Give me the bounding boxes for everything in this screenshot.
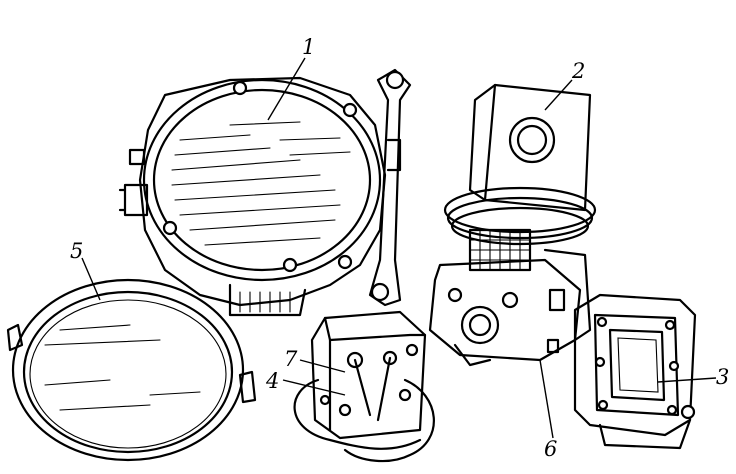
part-3-housing — [573, 293, 697, 450]
callout-6: 6 — [544, 437, 557, 461]
part-5-lens-ring — [6, 278, 257, 462]
callout-5: 5 — [70, 239, 83, 263]
callout-2: 2 — [571, 59, 585, 83]
leader-lines — [81, 57, 717, 439]
lens-5-hatching — [44, 324, 201, 411]
callouts: 1 2 3 4 5 6 7 — [70, 35, 729, 461]
part-1-housing — [118, 68, 412, 317]
callout-3: 3 — [716, 365, 729, 389]
callout-1: 1 — [302, 35, 315, 59]
lens-hatching — [171, 121, 351, 246]
part-2-mechanism — [428, 83, 597, 367]
callout-4: 4 — [265, 369, 279, 393]
callout-7: 7 — [284, 347, 298, 371]
part-4-terminal-box — [293, 310, 435, 463]
